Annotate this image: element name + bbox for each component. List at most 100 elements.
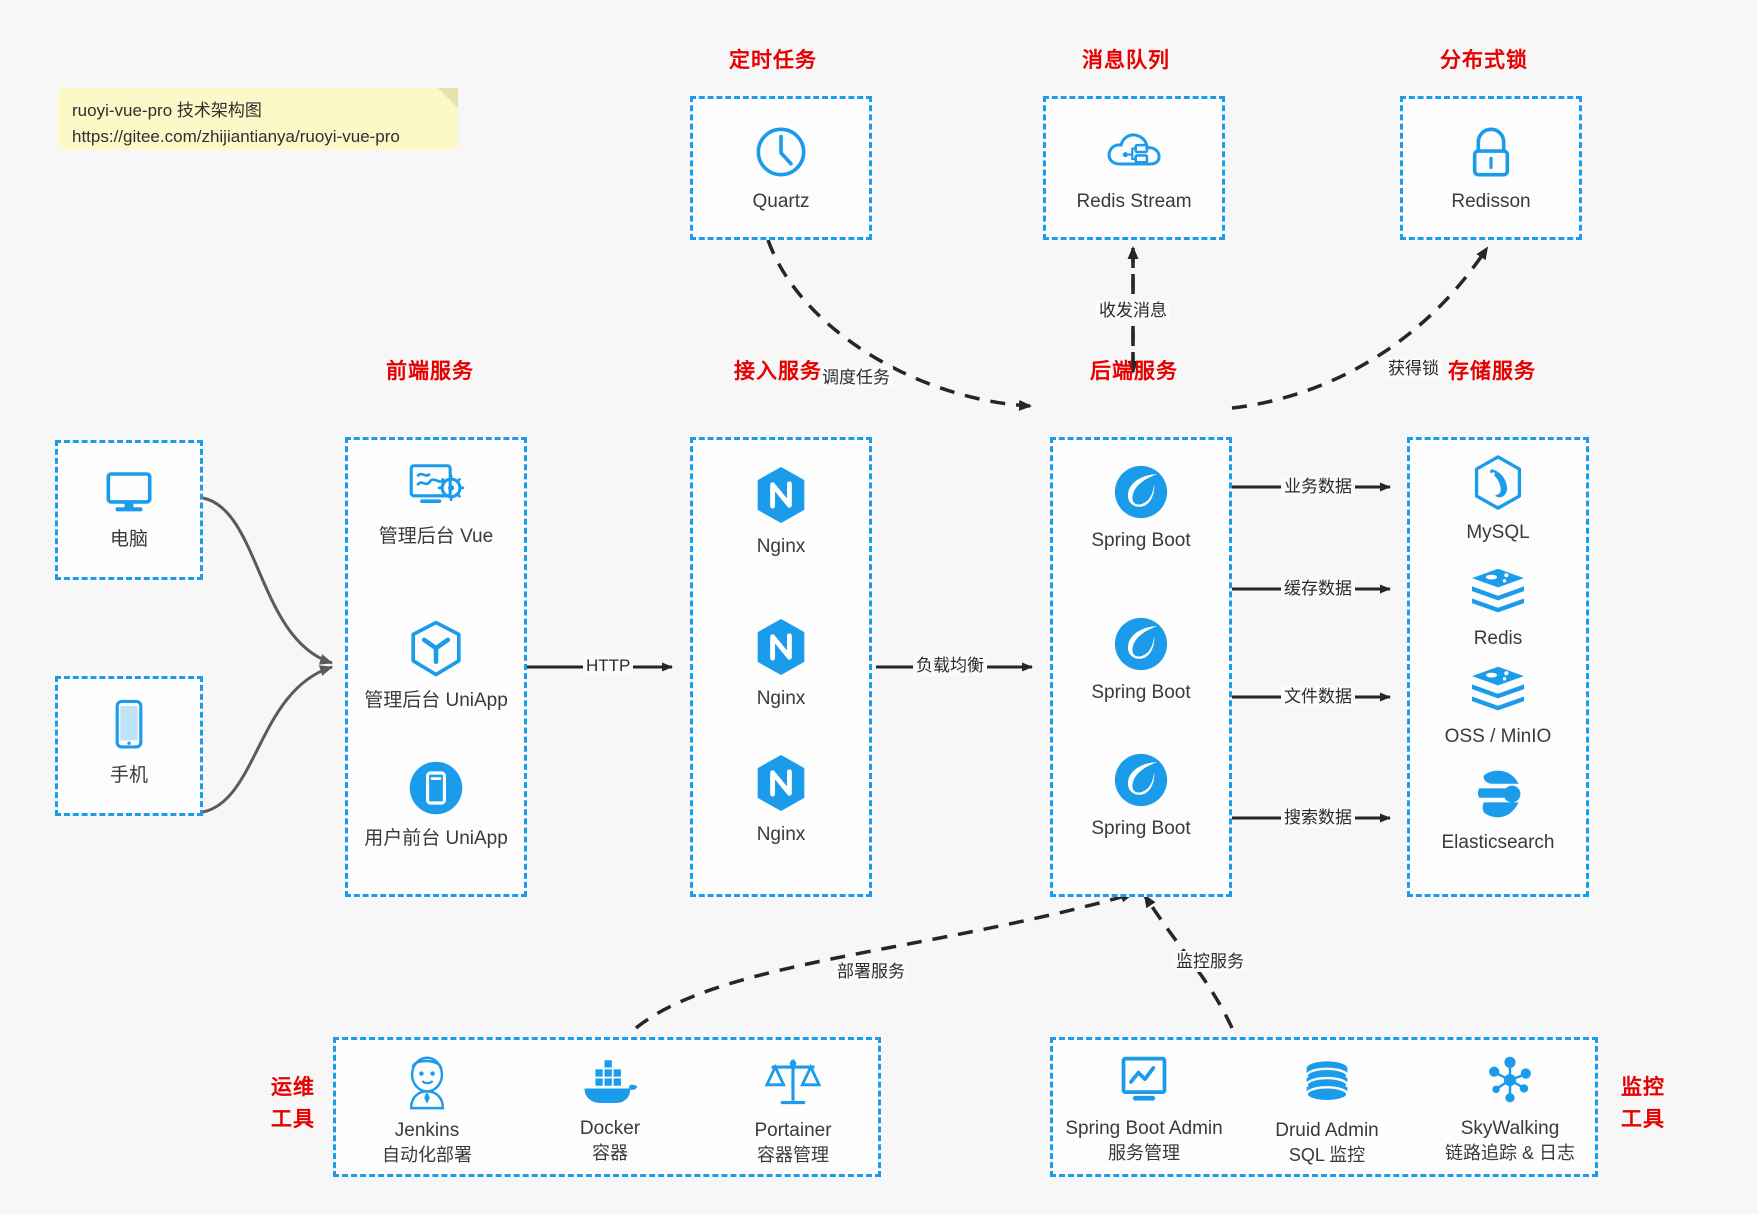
clock-icon — [756, 127, 806, 177]
monitor-chart-icon — [1121, 1056, 1167, 1101]
node-spring-boot-2: Spring Boot — [1053, 616, 1229, 705]
mysql-dolphin-icon — [1474, 455, 1522, 510]
note-fold-corner — [438, 88, 458, 108]
node-phone: 手机 — [58, 697, 200, 788]
node-skywalking: SkyWalking 链路追踪 & 日志 — [1419, 1054, 1601, 1166]
node-label-elasticsearch: Elasticsearch — [1441, 832, 1555, 853]
edge-label-monitor-service: 监控服务 — [1173, 951, 1247, 972]
node-nginx-1: Nginx — [693, 464, 869, 559]
node-quartz: Quartz — [693, 123, 869, 214]
node-computer: 电脑 — [58, 465, 200, 552]
node-jenkins: Jenkins 自动化部署 — [336, 1054, 518, 1168]
spring-boot-icon — [1114, 465, 1168, 519]
node-redis: Redis — [1410, 566, 1586, 651]
node-label-nginx-2: Nginx — [756, 688, 806, 709]
group-title-access-service: 接入服务 — [734, 360, 822, 383]
node-docker: Docker 容器 — [519, 1058, 701, 1166]
group-box-devops-tools: Jenkins 自动化部署 Docker 容器 — [333, 1037, 881, 1177]
group-box-phone: 手机 — [55, 676, 203, 816]
group-box-message-queue: Redis Stream — [1043, 96, 1225, 240]
group-box-access-service: Nginx Nginx Nginx — [690, 437, 872, 897]
edge-label-file-data: 文件数据 — [1281, 686, 1355, 707]
node-label-spring-boot-1: Spring Boot — [1091, 530, 1191, 551]
group-box-scheduled-task: Quartz — [690, 96, 872, 240]
edge-label-business-data: 业务数据 — [1281, 476, 1355, 497]
node-label-nginx-3: Nginx — [756, 824, 806, 845]
note-title: ruoyi-vue-pro 技术架构图 — [72, 101, 262, 120]
jenkins-butler-icon — [409, 1056, 445, 1110]
node-spring-boot-1: Spring Boot — [1053, 464, 1229, 553]
node-label-spring-boot-3: Spring Boot — [1091, 818, 1191, 839]
node-sublabel-skywalking: 链路追踪 & 日志 — [1444, 1143, 1575, 1163]
node-label-portainer: Portainer — [754, 1120, 832, 1141]
architecture-note: ruoyi-vue-pro 技术架构图 https://gitee.com/zh… — [58, 88, 458, 150]
nginx-icon — [757, 619, 805, 675]
note-url: https://gitee.com/zhijiantianya/ruoyi-vu… — [72, 127, 400, 146]
edge-label-cache-data: 缓存数据 — [1281, 578, 1355, 599]
redis-stack-icon — [1472, 568, 1524, 613]
node-label-quartz: Quartz — [752, 191, 810, 212]
node-user-uniapp: 用户前台 UniApp — [348, 758, 524, 851]
node-portainer: Portainer 容器管理 — [702, 1054, 884, 1168]
cloud-stream-icon — [1107, 133, 1161, 166]
group-title-distributed-lock: 分布式锁 — [1440, 49, 1528, 72]
node-druid-admin: Druid Admin SQL 监控 — [1236, 1060, 1418, 1168]
node-label-nginx-1: Nginx — [756, 536, 806, 557]
group-title-message-queue: 消息队列 — [1082, 49, 1170, 72]
node-redis-stream: Redis Stream — [1046, 123, 1222, 214]
node-sublabel-portainer: 容器管理 — [757, 1145, 829, 1165]
group-title-scheduled-task: 定时任务 — [729, 49, 817, 72]
group-title-backend-service: 后端服务 — [1090, 360, 1178, 383]
node-spring-boot-admin: Spring Boot Admin 服务管理 — [1053, 1054, 1235, 1166]
devops-tools-line2: 工具 — [271, 1108, 315, 1131]
portainer-scales-icon — [764, 1059, 822, 1105]
nginx-icon — [757, 467, 805, 523]
group-title-devops-tools: 运维 工具 — [262, 1072, 324, 1136]
node-sublabel-jenkins: 自动化部署 — [382, 1145, 472, 1165]
node-label-redis-stream: Redis Stream — [1076, 191, 1192, 212]
group-box-backend-service: Spring Boot Spring Boot Spring Boot — [1050, 437, 1232, 897]
node-label-redisson: Redisson — [1451, 191, 1531, 212]
node-label-jenkins: Jenkins — [394, 1120, 460, 1141]
spring-boot-icon — [1114, 753, 1168, 807]
elasticsearch-icon — [1477, 770, 1521, 818]
edge-label-acquire-lock: 获得锁 — [1385, 358, 1442, 379]
object-storage-stack-icon — [1472, 666, 1524, 711]
uniapp-cube-icon — [411, 620, 461, 677]
node-sublabel-druid-admin: SQL 监控 — [1288, 1145, 1366, 1165]
dashboard-gear-icon — [409, 464, 465, 503]
node-label-spring-boot-2: Spring Boot — [1091, 682, 1191, 703]
docker-whale-icon — [584, 1060, 638, 1104]
node-label-skywalking: SkyWalking — [1460, 1118, 1560, 1139]
node-label-computer: 电脑 — [109, 529, 148, 550]
node-sublabel-docker: 容器 — [592, 1143, 628, 1163]
monitor-tools-line1: 监控 — [1621, 1076, 1665, 1099]
monitor-tools-line2: 工具 — [1621, 1108, 1665, 1131]
edge-label-load-balance: 负载均衡 — [913, 655, 987, 676]
nginx-icon — [757, 755, 805, 811]
node-label-spring-boot-admin: Spring Boot Admin — [1065, 1118, 1223, 1139]
node-redisson: Redisson — [1403, 123, 1579, 214]
group-title-monitor-tools: 监控 工具 — [1612, 1072, 1674, 1136]
edge-label-send-receive-message: 收发消息 — [1096, 300, 1170, 321]
edge-label-schedule-task: 调度任务 — [819, 367, 893, 388]
node-sublabel-spring-boot-admin: 服务管理 — [1108, 1143, 1180, 1163]
edge-label-search-data: 搜索数据 — [1281, 807, 1355, 828]
database-cylinder-icon — [1305, 1061, 1349, 1103]
node-label-user-uniapp: 用户前台 UniApp — [364, 828, 508, 849]
app-circle-icon — [409, 761, 463, 815]
node-nginx-3: Nginx — [693, 752, 869, 847]
group-box-frontend-service: 管理后台 Vue 管理后台 UniApp 用户前台 UniApp — [345, 437, 527, 897]
node-label-mysql: MySQL — [1466, 522, 1530, 543]
node-spring-boot-3: Spring Boot — [1053, 752, 1229, 841]
group-title-storage-service: 存储服务 — [1448, 360, 1536, 383]
devops-tools-line1: 运维 — [271, 1076, 315, 1099]
node-label-admin-vue: 管理后台 Vue — [378, 526, 494, 547]
node-oss-minio: OSS / MinIO — [1410, 664, 1586, 749]
group-box-distributed-lock: Redisson — [1400, 96, 1582, 240]
node-nginx-2: Nginx — [693, 616, 869, 711]
edge-label-http: HTTP — [583, 655, 634, 676]
node-admin-vue: 管理后台 Vue — [348, 458, 524, 549]
node-label-docker: Docker — [579, 1118, 641, 1139]
node-label-phone: 手机 — [109, 765, 148, 786]
